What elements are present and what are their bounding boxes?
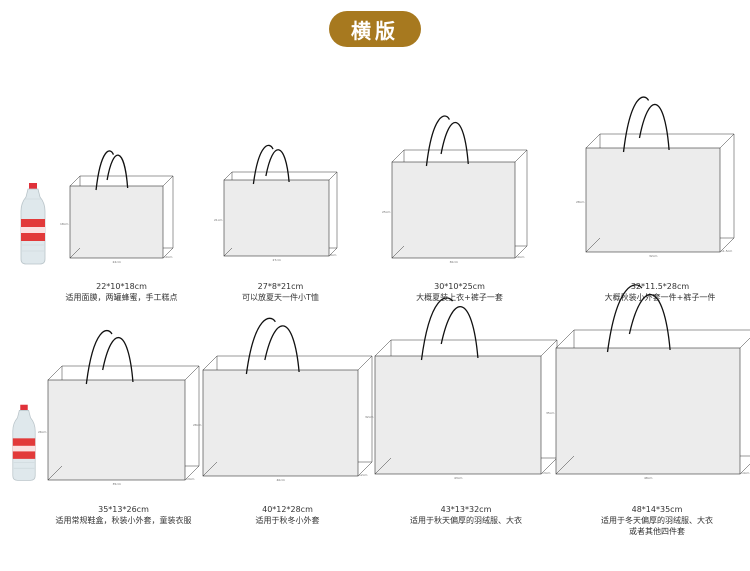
bag-use-text: 适用常规鞋盒，秋装小外套，童装衣服 xyxy=(24,515,224,526)
bag-back-edge xyxy=(599,133,735,239)
bag-depth-edge xyxy=(47,365,63,381)
bag-handle xyxy=(425,115,469,167)
bag-front-panel xyxy=(585,147,721,253)
bag-use-line: 适用常规鞋盒，秋装小外套，童装衣服 xyxy=(55,516,192,525)
height-dimension-label: 28cm xyxy=(193,423,202,427)
width-dimension-label: 48cm xyxy=(644,476,653,480)
depth-dimension-label: 13cm xyxy=(542,471,551,475)
bag-back-edge xyxy=(573,329,750,457)
bag-depth-edge xyxy=(357,355,373,371)
bag-front-panel xyxy=(374,355,542,475)
bag-size-text: 43*13*32cm xyxy=(440,505,492,514)
bag-back-edge xyxy=(216,355,373,463)
height-dimension-label: 32cm xyxy=(365,415,374,419)
bag-use-line: 大概夏装上衣+裤子一套 xyxy=(416,293,503,302)
bag-depth-edge xyxy=(69,175,81,187)
height-dimension-label: 28cm xyxy=(576,200,585,204)
bag-size-text: 30*10*25cm xyxy=(434,282,485,291)
bag-depth-edge xyxy=(391,245,405,259)
water-bottle-image-row2 xyxy=(10,402,38,489)
bag-depth-edge xyxy=(585,237,601,253)
bag-size-text: 32*11.5*28cm xyxy=(630,282,690,291)
bag-use-text: 适用于秋天偏厚的羽绒服、大衣 xyxy=(366,515,566,526)
height-dimension-label: 21cm xyxy=(214,218,223,222)
bag-depth-edge xyxy=(69,247,81,259)
bag-use-line: 适用于秋天偏厚的羽绒服、大衣 xyxy=(410,516,522,525)
bag-depth-edge xyxy=(719,133,735,149)
width-dimension-label: 27cm xyxy=(272,258,281,262)
bag-depth-edge xyxy=(555,455,575,475)
bag-back-edge xyxy=(231,171,338,249)
bag-size-text: 22*10*18cm xyxy=(96,282,147,291)
bag-depth-edge xyxy=(514,149,528,163)
depth-dimension-label: 11.5cm xyxy=(721,249,733,253)
width-dimension-label: 32cm xyxy=(649,254,658,258)
bag-use-line: 大概秋装小外套一件+裤子一件 xyxy=(604,293,716,302)
bag-front-panel xyxy=(223,179,330,257)
bag-use-text: 适用于冬天偏厚的羽绒服、大衣或者其他四件套 xyxy=(557,515,750,537)
bag-use-line: 适用于秋冬小外套 xyxy=(255,516,320,525)
bag-back-edge xyxy=(390,339,558,459)
bag-handle xyxy=(85,329,134,385)
bag-depth-edge xyxy=(202,461,218,477)
bag-handle xyxy=(622,96,670,153)
depth-dimension-label: 10cm xyxy=(164,255,173,259)
bag-size-text: 40*12*28cm xyxy=(262,505,313,514)
bag-handle xyxy=(252,144,290,185)
bag-use-line: 可以放夏天一件小T恤 xyxy=(242,293,319,302)
width-dimension-label: 43cm xyxy=(454,476,463,480)
bag-depth-edge xyxy=(374,457,392,475)
depth-dimension-label: 14cm xyxy=(741,471,750,475)
width-dimension-label: 40cm xyxy=(276,478,285,482)
bag-depth-edge xyxy=(47,465,63,481)
bag-depth-edge xyxy=(223,171,233,181)
bag-front-panel xyxy=(391,161,516,259)
bag-back-edge xyxy=(79,175,174,249)
bag-use-line: 适用于冬天偏厚的羽绒服、大衣 xyxy=(601,516,713,525)
bag-handle xyxy=(420,297,479,361)
width-dimension-label: 35cm xyxy=(112,482,121,486)
bag-depth-edge xyxy=(202,355,218,371)
bag-depth-edge xyxy=(739,337,750,349)
water-bottle-image-row1 xyxy=(18,183,48,270)
bag-depth-edge xyxy=(374,339,392,357)
bag-size-text: 35*13*26cm xyxy=(98,505,149,514)
bag-front-panel xyxy=(47,379,186,481)
bag-use-text: 大概秋装小外套一件+裤子一件 xyxy=(560,292,750,303)
height-dimension-label: 25cm xyxy=(382,210,391,214)
bag-size-text: 27*8*21cm xyxy=(257,282,304,291)
bag-handle xyxy=(95,150,129,191)
bag-depth-edge xyxy=(223,247,233,257)
bag-depth-edge xyxy=(540,339,558,357)
bag-depth-edge xyxy=(391,149,405,163)
bag-use-line: 适用面膜，两罐蜂蜜，手工糕点 xyxy=(65,293,178,302)
width-dimension-label: 30cm xyxy=(449,260,458,264)
bag-use-text: 适用于秋冬小外套 xyxy=(188,515,388,526)
bag-use-text: 大概夏装上衣+裤子一套 xyxy=(360,292,560,303)
bag-depth-edge xyxy=(585,133,601,149)
height-dimension-label: 18cm xyxy=(60,222,69,226)
bag-use-text: 可以放夏天一件小T恤 xyxy=(181,292,381,303)
bag-handle xyxy=(245,317,300,375)
orientation-badge: 横版 xyxy=(329,11,421,47)
bag-use-line: 或者其他四件套 xyxy=(629,527,685,536)
depth-dimension-label: 12cm xyxy=(359,473,368,477)
height-dimension-label: 26cm xyxy=(38,430,47,434)
height-dimension-label: 35cm xyxy=(546,411,555,415)
bag-size-text: 48*14*35cm xyxy=(631,505,683,514)
bag-depth-edge xyxy=(555,329,575,349)
bag-front-panel xyxy=(69,185,164,259)
bag-use-text: 适用面膜，两罐蜂蜜，手工糕点 xyxy=(22,292,222,303)
bag-depth-edge xyxy=(162,175,174,187)
bag-depth-edge xyxy=(328,171,338,181)
depth-dimension-label: 8cm xyxy=(330,253,337,257)
bag-back-edge xyxy=(403,149,528,247)
bag-depth-edge xyxy=(184,365,200,381)
depth-dimension-label: 13cm xyxy=(186,477,195,481)
bag-front-panel xyxy=(555,347,741,475)
bag-front-panel xyxy=(202,369,359,477)
depth-dimension-label: 10cm xyxy=(516,255,525,259)
bag-back-edge xyxy=(61,365,200,467)
width-dimension-label: 22cm xyxy=(112,260,121,264)
